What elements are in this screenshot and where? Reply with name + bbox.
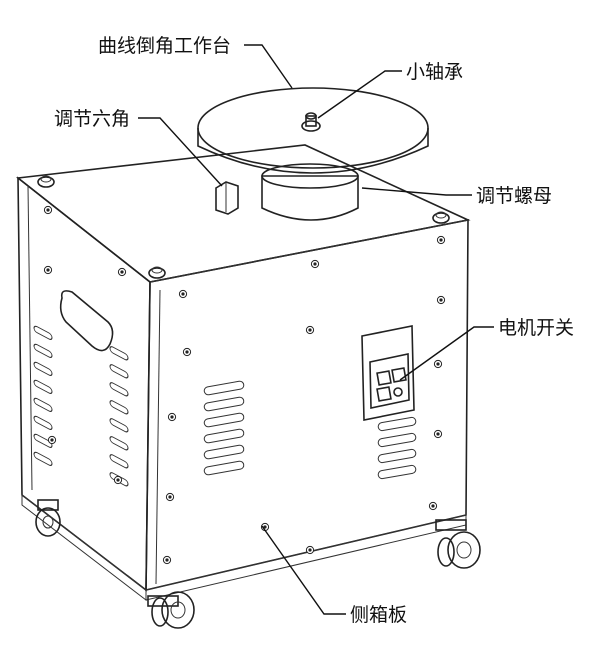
adjust-nut[interactable] (261, 163, 359, 221)
leader-adjust-nut: 调节螺母 (361, 185, 552, 207)
panel-screws (43, 205, 446, 565)
motor-switch[interactable] (361, 325, 415, 421)
leader-small-bearing: 小轴承 (317, 61, 463, 119)
front-vents-left (203, 380, 245, 476)
label-worktable: 曲线倒角工作台 (98, 35, 231, 57)
corner-bolts (37, 175, 450, 279)
label-adjust-hex: 调节六角 (54, 108, 130, 130)
caster-left (35, 499, 61, 537)
leader-worktable: 曲线倒角工作台 (98, 35, 293, 89)
front-vents-right (377, 416, 417, 480)
caster-front-left (147, 591, 195, 629)
small-bearing (301, 112, 321, 132)
leader-adjust-hex: 调节六角 (54, 108, 223, 187)
caster-front-right (435, 519, 481, 569)
leader-side-panel: 侧箱板 (261, 525, 407, 626)
label-side-panel: 侧箱板 (350, 604, 407, 626)
cabinet (15, 144, 471, 602)
adjust-hex[interactable] (215, 181, 239, 215)
worktable-disc (197, 87, 429, 174)
leader-motor-switch: 电机开关 (399, 317, 574, 381)
side-panel (145, 219, 469, 592)
label-motor-switch: 电机开关 (498, 317, 574, 339)
label-small-bearing: 小轴承 (406, 61, 463, 83)
label-adjust-nut: 调节螺母 (476, 185, 552, 207)
cabinet-top (15, 144, 471, 283)
left-vents (33, 325, 129, 487)
handle-slot (59, 290, 114, 352)
